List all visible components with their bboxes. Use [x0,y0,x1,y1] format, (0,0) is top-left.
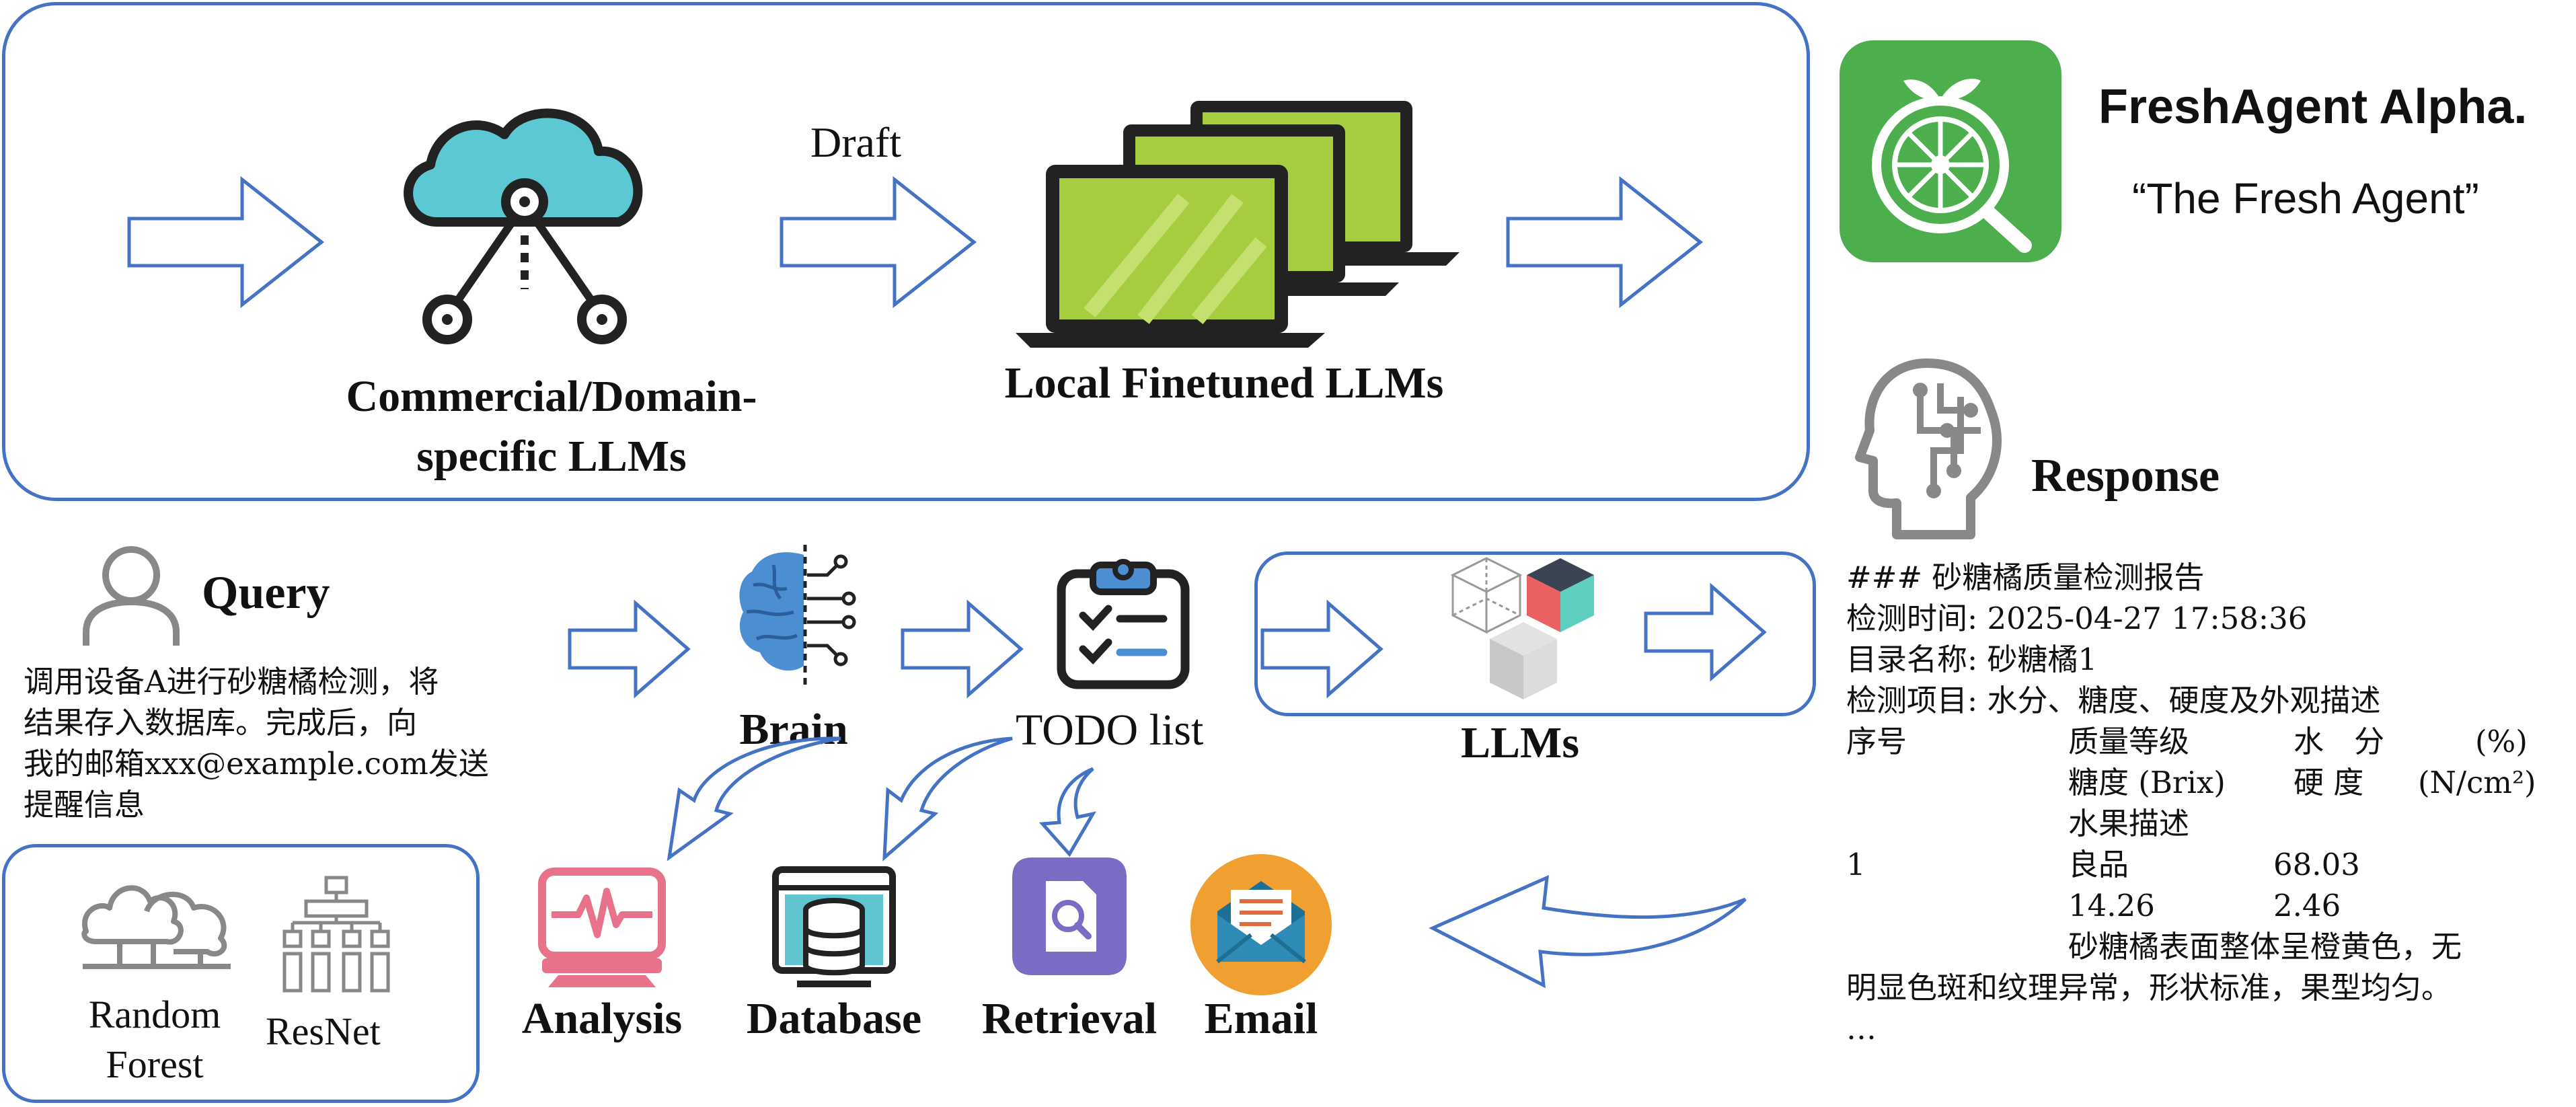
response-line: 目录名称: 砂糖橘1 [1846,642,2098,677]
flow-arrow-icon [1644,582,1767,682]
database-icon [772,866,896,987]
response-line: 检测时间: 2025-04-27 17:58:36 [1846,601,2308,636]
table-cell: 2.46 [2273,888,2341,923]
analysis-monitor-icon [538,868,666,987]
query-line: 提醒信息 [24,787,145,823]
llms-label: LLMs [1460,718,1580,767]
user-icon [83,546,180,646]
brain-icon [739,545,856,686]
table-cell: 序号 [1846,724,1907,759]
flow-arrow-icon [1260,599,1384,699]
email-label: Email [1204,994,1318,1043]
local-llms-label: Local Finetuned LLMs [1004,358,1444,408]
resnet-icon [282,876,390,993]
random-forest-label: Random Forest [88,993,221,1087]
flow-arrow-icon [1506,176,1704,309]
laptops-icon [1016,101,1460,348]
table-cell: 糖度 (Brix) [2068,765,2226,800]
flow-arrow-icon [780,176,977,309]
resnet-label: ResNet [266,1009,381,1053]
curved-arrow-icon [667,736,841,862]
table-cell: 水果描述 [2068,806,2190,841]
ai-head-icon [1855,358,2002,539]
flow-arrow-icon [127,176,325,309]
cloud-network-icon [404,108,643,344]
fruit-description: 砂糖橘表面整体呈橙黄色，无 [2068,929,2462,964]
query-line: 结果存入数据库。完成后，向 [24,705,418,740]
table-cell: 1 [1846,847,1866,882]
database-label: Database [746,994,922,1043]
commercial-llms-label: Commercial/Domain-specific LLMs [346,372,757,482]
return-arrow-icon [1429,874,1747,989]
curved-arrow-icon [882,736,1013,862]
flow-arrow-icon [568,599,691,699]
flow-arrow-icon [901,599,1024,699]
email-envelope-icon [1190,854,1332,995]
table-cell: 硬 度 [2294,765,2364,800]
response-title: Response [2031,450,2220,502]
random-forest-icon [81,885,231,969]
response-line: ### 砂糖橘质量检测报告 [1846,560,2205,595]
response-line: 检测项目: 水分、糖度、硬度及外观描述 [1846,683,2381,718]
fruit-description: 明显色斑和纹理异常，形状标准，果型均匀。 [1846,970,2452,1005]
table-cell: 质量等级 [2068,724,2190,759]
clipboard-icon [1057,559,1190,689]
table-cell: (%) [2475,724,2528,759]
query-title: Query [202,567,330,619]
retrieval-label: Retrieval [981,994,1158,1043]
table-cell: 14.26 [2068,888,2155,923]
table-cell: 良品 [2068,847,2129,882]
query-line: 我的邮箱xxx@example.com发送 [24,746,489,781]
brand-tagline: “The Fresh Agent” [2132,174,2479,223]
llms-frame [1254,551,1816,716]
top-flow-frame [2,2,1810,501]
retrieval-search-icon [1012,857,1127,975]
table-cell: 68.03 [2273,847,2360,882]
table-cell: (N/cm²) [2418,765,2536,800]
response-ellipsis: … [1846,1011,1877,1046]
brand-name: FreshAgent Alpha. [2098,80,2528,134]
models-frame [2,844,480,1103]
query-line: 调用设备A进行砂糖橘检测，将 [24,664,439,699]
table-cell: 水 分 [2294,724,2385,759]
curved-arrow-icon [1038,767,1097,857]
analysis-label: Analysis [521,994,683,1043]
fresh-agent-logo-icon [1840,40,2061,262]
todo-label: TODO list [1016,705,1204,755]
draft-label: Draft [810,118,902,166]
cubes-icon [1450,557,1594,699]
